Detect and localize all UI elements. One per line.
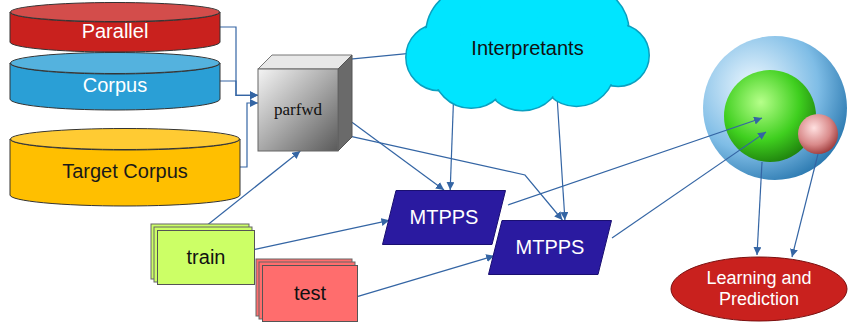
cylinder-top [11, 3, 220, 22]
tool-cube: parfwd [258, 55, 352, 151]
node-label: Learning and Prediction [690, 268, 828, 309]
output-ellipse: Learning and Prediction [670, 256, 848, 322]
node-label: MTPPS [516, 236, 585, 259]
connector [220, 27, 258, 95]
data-box: test [262, 265, 358, 322]
text-group: test [294, 282, 326, 305]
corpus-cylinder: Target Corpus [10, 128, 240, 206]
text-group: Parallel [82, 20, 149, 43]
cube-side [338, 55, 352, 151]
text-group: train [187, 246, 226, 269]
text-group: Corpus [83, 74, 147, 97]
connector-line [792, 154, 818, 257]
connector [220, 81, 258, 95]
inner-sphere [724, 70, 816, 162]
text-group: parfwd [274, 100, 322, 120]
node-label: Corpus [83, 74, 147, 97]
connector [255, 220, 389, 249]
connector [240, 103, 258, 167]
connector [358, 256, 494, 297]
node-label: parfwd [274, 100, 322, 120]
node-label: Interpretants [471, 37, 583, 60]
cylinder-top-light [11, 129, 239, 149]
corpus-cylinder: Parallel [10, 2, 220, 52]
cube-top [258, 55, 352, 69]
cylinder-top-light [11, 3, 219, 21]
interpretants-cloud: Interpretants [405, 2, 650, 94]
connector-line [757, 162, 762, 255]
node-label: Target Corpus [62, 160, 188, 183]
cylinder-top [11, 129, 240, 150]
text-group: Interpretants [471, 37, 583, 60]
cylinder-top [11, 53, 220, 74]
process-parallelogram: MTPPS [382, 190, 506, 245]
node-label: test [294, 282, 326, 305]
text-group: MTPPS [410, 206, 479, 229]
parallelogram-outline [383, 191, 506, 245]
connector-line [612, 132, 766, 238]
text-group: MTPPS [516, 236, 585, 259]
cube-front [258, 69, 338, 151]
connector [352, 122, 444, 190]
corpus-cylinder: Corpus [10, 52, 220, 110]
ellipse-outline [671, 257, 847, 321]
connector [557, 94, 565, 220]
outer-sphere [703, 36, 847, 180]
data-box: train [157, 230, 255, 285]
cylinder-top-light [11, 53, 219, 73]
process-parallelogram: MTPPS [488, 220, 612, 275]
small-sphere [798, 114, 838, 154]
text-group: Target Corpus [62, 160, 188, 183]
parallelogram-outline [489, 221, 612, 275]
box-outline [158, 231, 255, 285]
text-group: Learning and Prediction [690, 268, 828, 309]
node-label: MTPPS [410, 206, 479, 229]
node-label: train [187, 246, 226, 269]
box-outline [263, 266, 358, 322]
node-label: Parallel [82, 20, 149, 43]
